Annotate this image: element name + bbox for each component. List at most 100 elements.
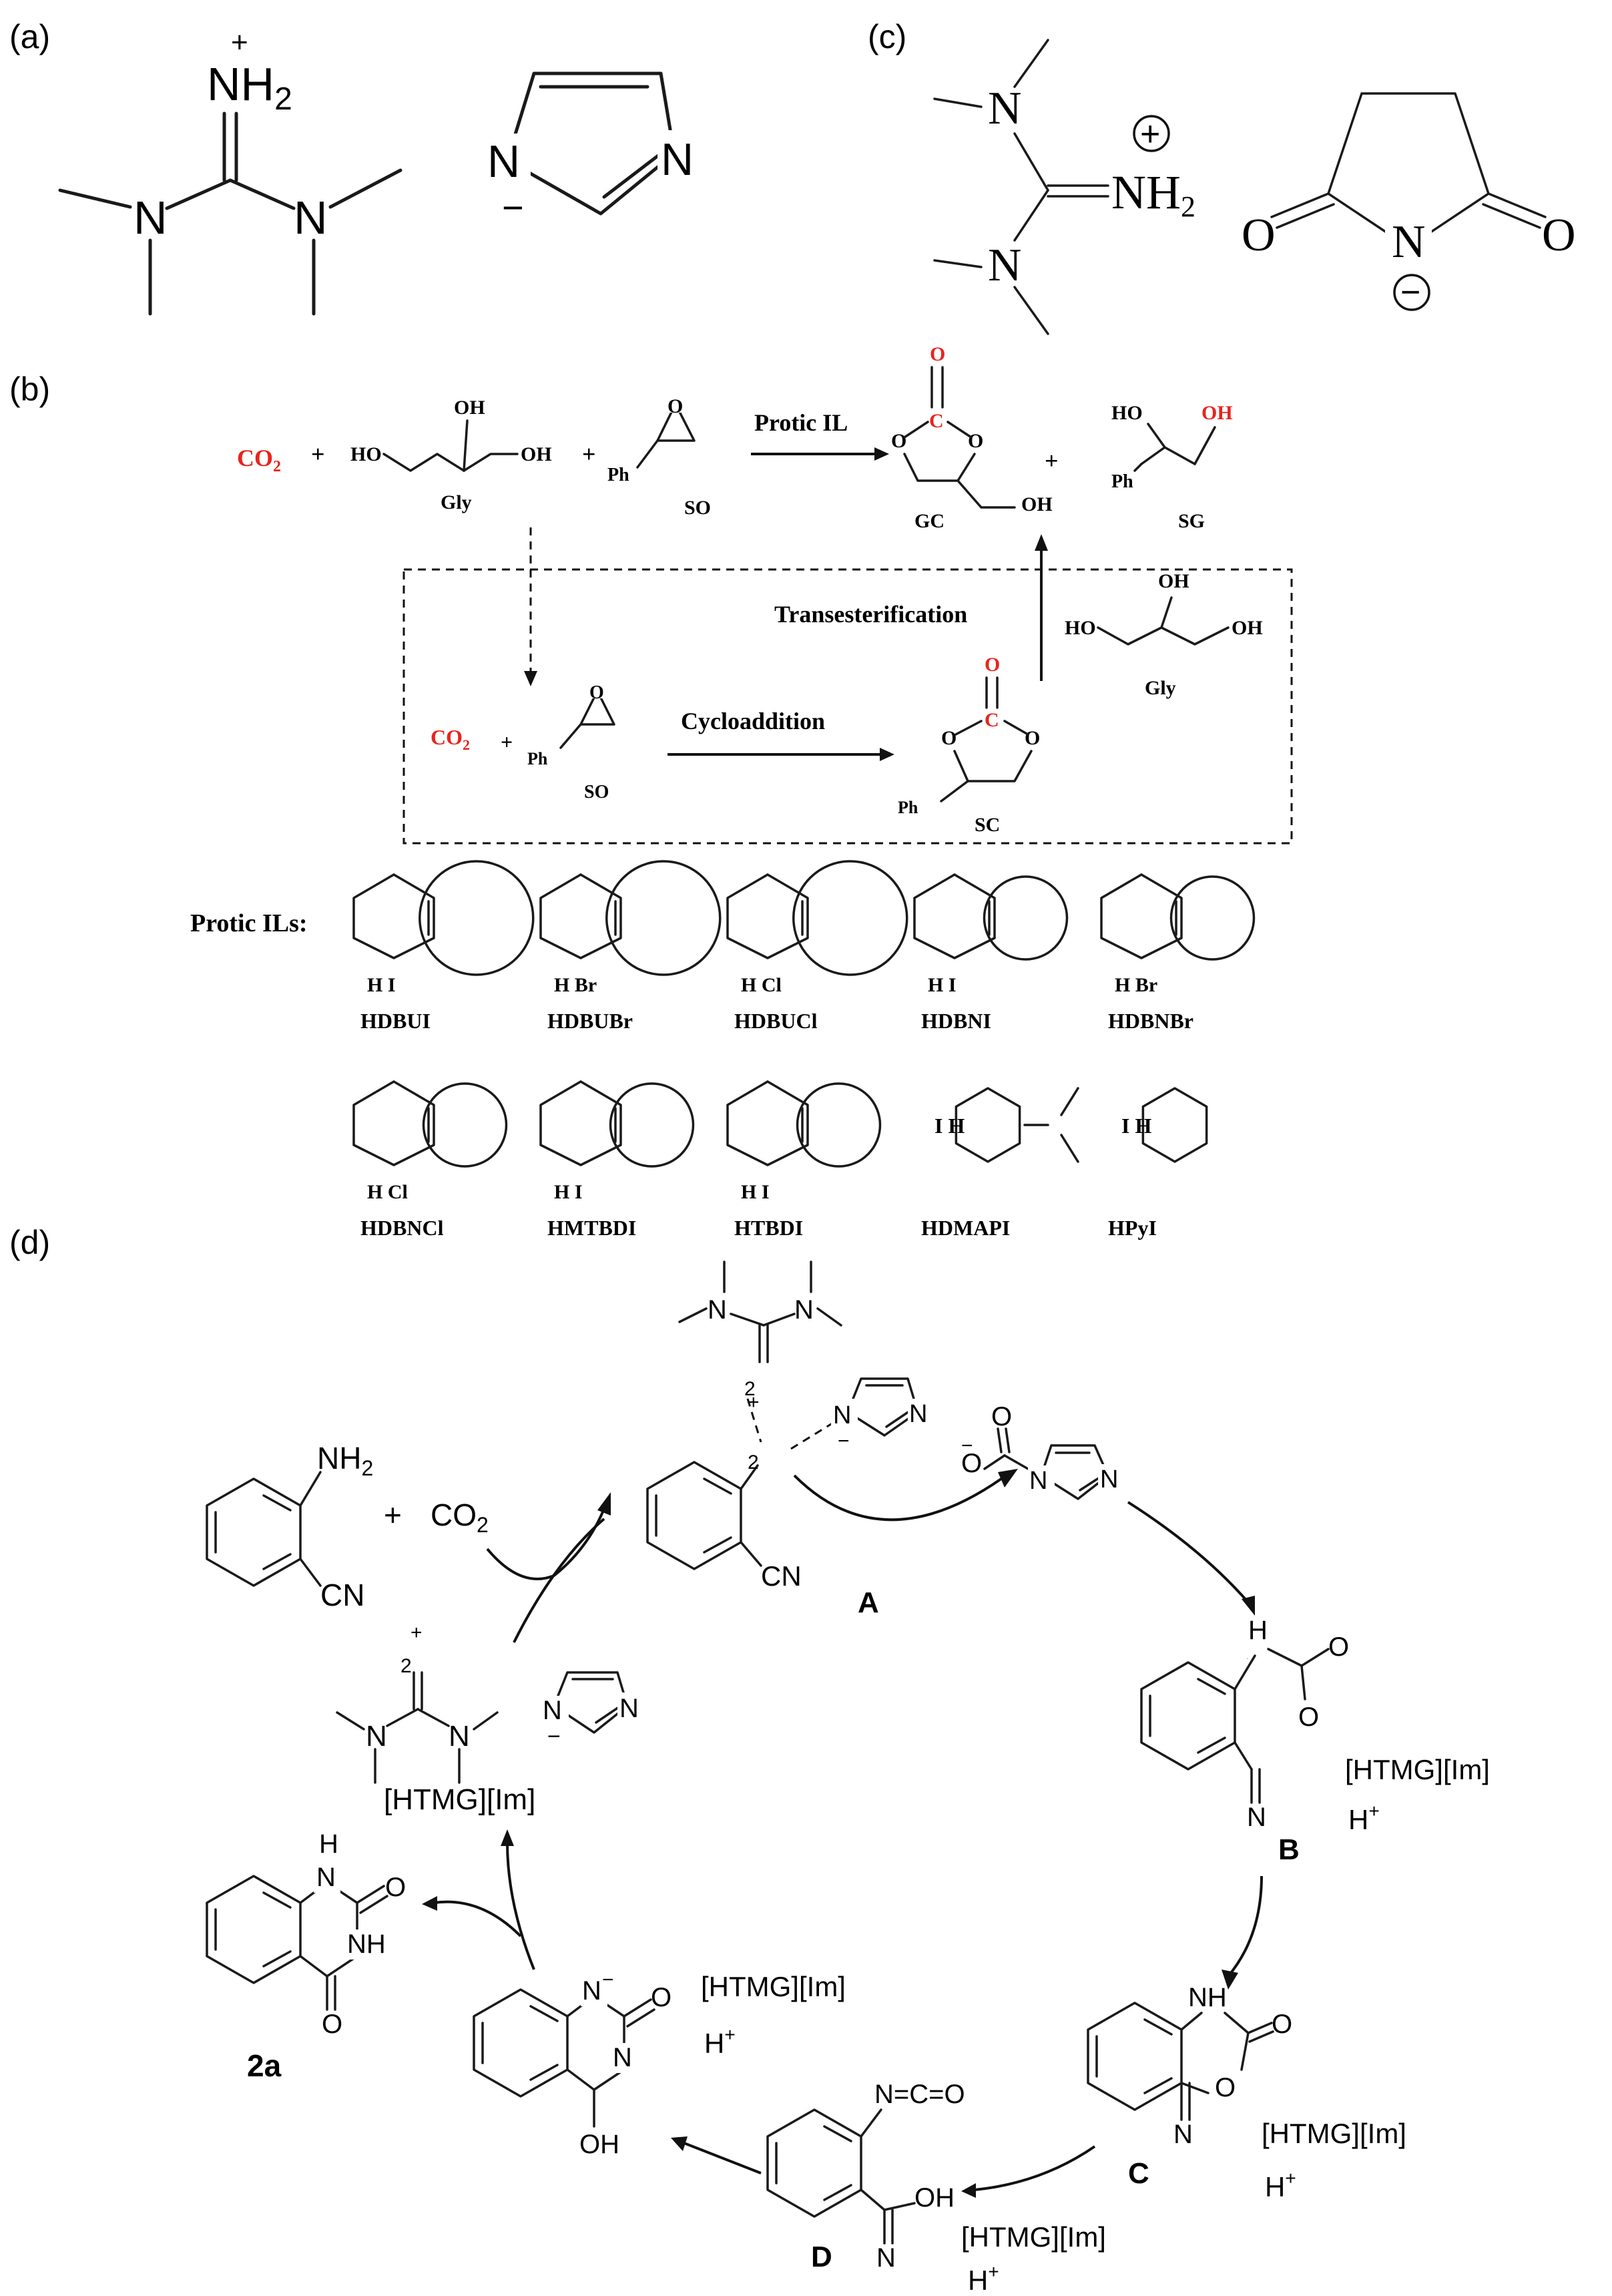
positive-charge: + (1140, 115, 1160, 154)
imide-n: N (1392, 216, 1426, 268)
il-name: HPyI (1108, 1216, 1157, 1240)
panel-c: (c) N N NH2 + N O O − (868, 18, 1576, 335)
condition-e-line2: H+ (704, 2024, 736, 2059)
svg-text:N: N (316, 1863, 336, 1892)
imidazole-n1: N (487, 136, 520, 187)
svg-text:N: N (582, 1976, 601, 2006)
styrene-oxide-structure: O Ph SO (607, 394, 711, 519)
svg-text:O: O (385, 1873, 406, 1902)
svg-text:OH: OH (1158, 570, 1189, 592)
condition-d-line1: [HTMG][Im] (961, 2221, 1106, 2253)
svg-text:NH: NH (347, 1929, 386, 1959)
ammonium-label: NH2 (207, 58, 292, 117)
label-d: D (811, 2241, 832, 2273)
svg-text:N: N (909, 1400, 927, 1428)
svg-text:Ph: Ph (607, 465, 629, 485)
svg-text:O: O (1328, 1632, 1349, 1662)
svg-text:Ph: Ph (898, 798, 918, 817)
svg-text:N=C=O: N=C=O (874, 2080, 965, 2109)
counter-ion: H I (741, 1181, 770, 1203)
svg-text:O: O (968, 430, 983, 452)
svg-text:O: O (589, 682, 604, 703)
svg-text:OH: OH (1021, 493, 1053, 515)
arrow-to-product (433, 1900, 522, 1937)
glycerol-structure: HO OH OH Gly (350, 397, 552, 513)
svg-text:O: O (1025, 727, 1040, 749)
svg-text:N: N (1100, 1465, 1118, 1494)
counter-ion: I H (934, 1114, 965, 1138)
intermediate-b: H N O O N B [HTMG][Im] H+ (1140, 1616, 1490, 1866)
glycerol-inner: HO OH OH Gly (1065, 570, 1263, 699)
catalyst-nh2: 2 (400, 1655, 412, 1677)
svg-text:O: O (941, 727, 957, 749)
positive-charge: + (411, 1622, 423, 1644)
svg-text:O: O (322, 2010, 342, 2039)
arrow-to-e (684, 2142, 762, 2174)
arrow-a-to-carbamate (793, 1474, 1003, 1522)
svg-text:−: − (838, 1430, 850, 1452)
panel-b-tag: (b) (9, 371, 50, 408)
so-label: SO (684, 497, 711, 519)
svg-text:N: N (708, 1295, 727, 1325)
intermediate-c: NH O O N C [HTMG][Im] H+ (1087, 1983, 1406, 2203)
label-b: B (1278, 1833, 1300, 1866)
cn-label: CN (320, 1578, 364, 1612)
condition-c-line1: [HTMG][Im] (1262, 2118, 1406, 2149)
protic-il-hdbncl: H Cl HDBNCl (352, 1080, 508, 1240)
catalyst-name: [HTMG][Im] (384, 1783, 535, 1816)
top-reaction: CO2 + HO OH OH Gly + O Ph SO (237, 343, 1233, 532)
svg-text:O: O (991, 1402, 1012, 1431)
il-name: HDBUI (360, 1009, 431, 1033)
il-name: HDBNBr (1108, 1009, 1193, 1033)
svg-text:OH: OH (454, 397, 485, 419)
svg-text:N: N (543, 1696, 562, 1725)
svg-text:N: N (1173, 2120, 1193, 2149)
svg-text:O: O (930, 343, 945, 365)
intermediate-e: N − O N OH [HTMG][Im] H+ (473, 1969, 846, 2159)
svg-text:O: O (1298, 1702, 1319, 1732)
catalyst-label: Protic IL (754, 409, 848, 436)
svg-text:HO: HO (1065, 617, 1096, 639)
svg-text:OH: OH (914, 2183, 955, 2213)
amine-n-top: N (988, 83, 1022, 134)
gly-label: Gly (441, 491, 472, 513)
plus-sign: + (311, 441, 325, 467)
counter-ion: I H (1121, 1114, 1151, 1138)
il-name: HDBNCl (360, 1216, 444, 1240)
svg-text:O: O (1272, 2010, 1292, 2039)
so-label-inner: SO (584, 782, 609, 802)
carbonyl-o-left: O (1242, 210, 1276, 261)
svg-text:N: N (619, 1694, 639, 1723)
htmg-im-catalyst: 2 + N N N N − [HTMG][Im] (336, 1622, 645, 1816)
svg-text:OH: OH (1232, 617, 1263, 639)
svg-text:N: N (366, 1720, 387, 1753)
panel-c-tag: (c) (868, 18, 906, 55)
plus-sign: + (501, 730, 513, 754)
svg-text:O: O (1215, 2073, 1236, 2102)
svg-text:N: N (833, 1401, 851, 1429)
il-name: HDBNI (921, 1009, 991, 1033)
svg-text:N: N (1247, 1658, 1248, 1660)
panel-a-tag: (a) (9, 18, 50, 55)
svg-text:NH: NH (1188, 1983, 1227, 2012)
styrene-oxide-inner: O Ph SO (527, 680, 615, 802)
arrow-to-c (1227, 1875, 1263, 1978)
svg-text:N: N (794, 1295, 814, 1325)
counter-ion: H I (367, 974, 396, 996)
aminobenzonitrile-substrate: NH2 CN (206, 1441, 373, 1612)
svg-text:C: C (985, 709, 999, 731)
arrow-to-b (1127, 1501, 1250, 1604)
styrene-carbonate-structure: O C O O Ph SC (898, 654, 1040, 836)
counter-ion: H Cl (367, 1181, 408, 1203)
transesterification-label: Transesterification (774, 601, 967, 628)
svg-text:CN: CN (761, 1560, 802, 1592)
counter-ion: H Br (554, 974, 597, 996)
il-name: HTBDI (734, 1216, 803, 1240)
panel-d: (d) NH2 CN + CO2 2 + N N (9, 1224, 1490, 2296)
